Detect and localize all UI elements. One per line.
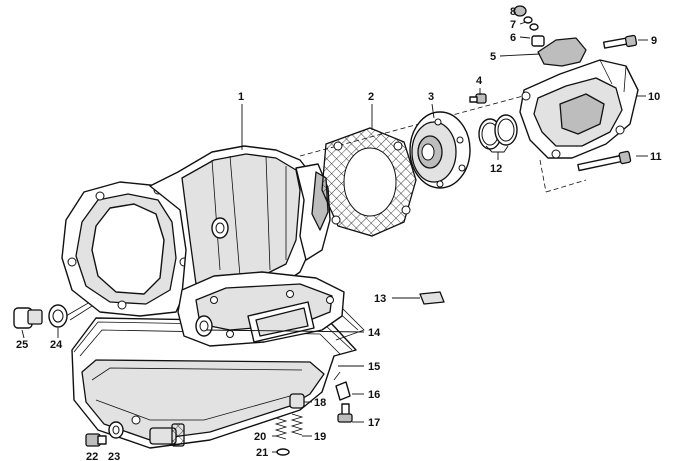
speedo-drive — [513, 5, 587, 67]
callout-1: 1 — [238, 91, 244, 103]
callout-5: 5 — [490, 51, 496, 63]
callout-6: 6 — [510, 32, 516, 44]
part-13 — [419, 291, 445, 305]
callout-23: 23 — [108, 451, 120, 461]
callout-24: 24 — [50, 339, 63, 351]
callout-3: 3 — [428, 91, 434, 103]
callout-20: 20 — [254, 431, 266, 443]
callout-25: 25 — [16, 339, 28, 351]
bolt-9 — [602, 34, 638, 49]
seal-rings — [478, 114, 518, 150]
callout-12: 12 — [490, 163, 502, 175]
drain-plug-25 — [13, 307, 43, 329]
oil-pan — [71, 317, 357, 449]
callout-14: 14 — [368, 327, 381, 339]
clip-21 — [276, 448, 290, 456]
spring-19 — [290, 413, 304, 436]
extension-housing — [519, 59, 639, 159]
callout-8: 8 — [510, 6, 516, 18]
part-18 — [289, 393, 305, 409]
callout-19: 19 — [314, 431, 326, 443]
oil-pump — [409, 111, 471, 189]
callout-16: 16 — [368, 389, 380, 401]
callout-2: 2 — [368, 91, 374, 103]
bolt-11 — [577, 150, 632, 172]
callout-7: 7 — [510, 19, 516, 31]
callout-21: 21 — [256, 447, 268, 459]
callout-15: 15 — [368, 361, 380, 373]
callout-10: 10 — [648, 91, 660, 103]
callout-17: 17 — [368, 417, 380, 429]
callout-11: 11 — [650, 151, 662, 163]
callout-4: 4 — [476, 75, 483, 87]
callouts: 1 2 3 4 5 6 7 8 9 10 11 12 13 14 15 16 1… — [16, 6, 662, 461]
callout-18: 18 — [314, 397, 326, 409]
leader-lines — [21, 21, 648, 453]
bolt-17 — [337, 403, 353, 423]
front-gasket — [321, 127, 417, 237]
callout-9: 9 — [651, 35, 657, 47]
callout-13: 13 — [374, 293, 386, 305]
transmission-case — [61, 145, 345, 347]
spring-20 — [274, 417, 288, 440]
plug-22 — [85, 433, 107, 447]
pan-fitting — [149, 423, 185, 447]
washer-23 — [108, 421, 124, 439]
bolt-4 — [469, 93, 487, 104]
washer-24 — [48, 304, 68, 328]
clip-16 — [333, 371, 351, 401]
callout-22: 22 — [86, 451, 98, 461]
